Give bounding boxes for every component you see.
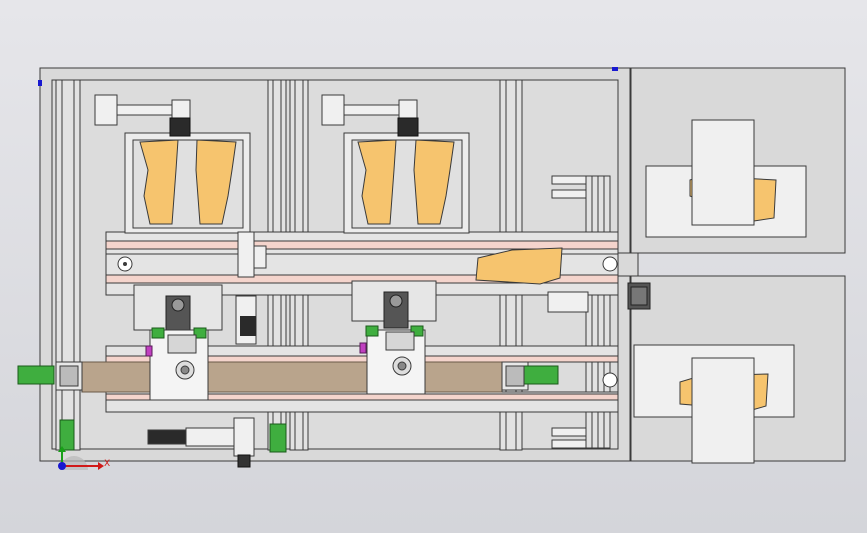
sensor-bottom-mid [269,423,287,453]
insole-left-1 [139,139,179,225]
coordinate-triad-icon [58,446,104,470]
belt-end-left [17,361,83,391]
axis-x-label: X [104,459,110,469]
sensor-bottom-left [59,419,75,451]
brackets-right [547,175,589,449]
carriage-left [145,327,209,401]
insole-left-2 [195,139,237,225]
pulley-right [602,256,618,272]
insole-transit [475,247,563,285]
right-connector [617,252,639,277]
carriage-right [359,325,426,395]
carriage-rails [105,231,619,413]
insole-right-1 [357,139,397,225]
insole-right-2 [413,139,455,225]
belt-end-right [501,361,559,391]
gripper-motor-left [169,117,191,137]
conveyor-belt [81,361,503,393]
lower-motor [147,417,255,457]
gripper-motor-right [397,117,419,137]
cylinder-left [94,94,191,126]
